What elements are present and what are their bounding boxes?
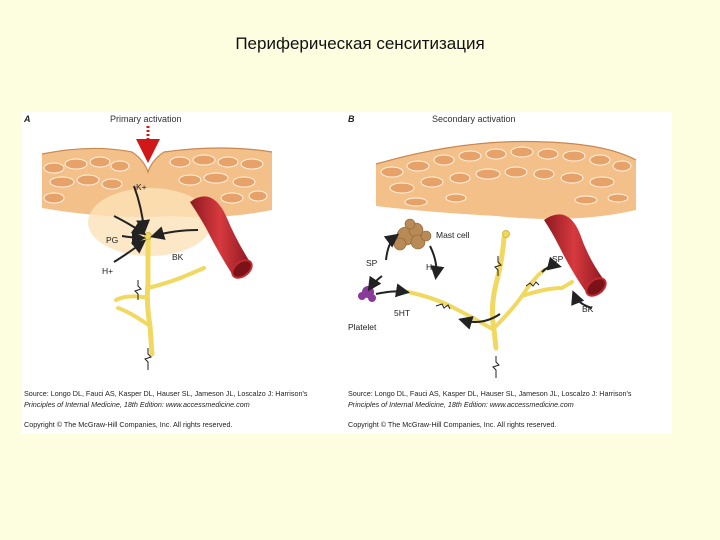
secondary-activation-diagram: Mast cell SP H SP 5HT Platelet BK xyxy=(348,140,637,378)
primary-activation-diagram: K+ PG H+ BK xyxy=(41,126,273,370)
source-line-2: Principles of Internal Medicine, 18th Ed… xyxy=(24,400,250,409)
pg-arrow-2 xyxy=(113,215,147,236)
h-label: H xyxy=(426,262,432,272)
panel-letter: B xyxy=(348,114,355,124)
skin-surface-line xyxy=(41,147,273,174)
impulse-symbol-lower xyxy=(492,356,500,378)
impulse-symbol-right xyxy=(525,281,540,287)
k-label: K+ xyxy=(136,182,147,192)
pg-label: PG xyxy=(106,235,118,245)
panel-secondary-activation: Mast cell SP H SP 5HT Platelet BK B Seco… xyxy=(346,112,672,434)
blood-vessel-opening xyxy=(585,277,607,297)
skin-cells xyxy=(380,146,632,207)
nerve-fiber xyxy=(114,235,206,357)
slide-title: Периферическая сенситизация xyxy=(235,34,485,53)
mast-cell xyxy=(393,218,432,251)
panel-heading: Secondary activation xyxy=(432,114,516,124)
platelet-label: Platelet xyxy=(348,322,377,332)
5ht-label: 5HT xyxy=(394,308,410,318)
sp-right-label: SP xyxy=(552,254,564,264)
h-release-arrow xyxy=(429,245,445,280)
5ht-arrow xyxy=(375,283,410,298)
source-citation: Source: Longo DL, Fauci AS, Kasper DL, H… xyxy=(24,388,346,410)
source-line-2: Principles of Internal Medicine, 18th Ed… xyxy=(348,400,574,409)
copyright: Copyright © The McGraw-Hill Companies, I… xyxy=(348,420,557,429)
bk-arrow xyxy=(571,290,593,309)
source-line-1: Source: Longo DL, Fauci AS, Kasper DL, H… xyxy=(24,389,308,398)
panel-heading: Primary activation xyxy=(110,114,182,124)
skin-cells xyxy=(43,154,268,204)
impulse-symbol-lower xyxy=(144,348,152,370)
bk-label: BK xyxy=(172,252,184,262)
nerve-ending xyxy=(144,232,152,240)
blood-vessel-opening xyxy=(231,259,253,279)
sp-to-platelet-arrow xyxy=(367,275,383,292)
h-label: H+ xyxy=(102,266,113,276)
source-line-1: Source: Longo DL, Fauci AS, Kasper DL, H… xyxy=(348,389,632,398)
mast-cell-label: Mast cell xyxy=(436,230,470,240)
panel-primary-activation: K+ PG H+ BK A Primary activation Source:… xyxy=(22,112,348,434)
pg-arrow xyxy=(121,230,146,245)
h-arrow xyxy=(113,239,147,263)
skin-surface-line xyxy=(375,140,637,165)
impulse-symbol-left xyxy=(494,256,502,276)
impulse-symbol-upper xyxy=(134,280,142,300)
platelet xyxy=(358,286,376,302)
sp-left-label: SP xyxy=(366,258,378,268)
bk-label: BK xyxy=(582,304,594,314)
antidromic-arrow xyxy=(458,313,501,330)
impulse-symbol-branch xyxy=(435,303,451,310)
sp-to-vessel-arrow xyxy=(541,256,562,273)
nerve-fiber xyxy=(406,230,574,351)
source-citation: Source: Longo DL, Fauci AS, Kasper DL, H… xyxy=(348,388,670,410)
panel-letter: A xyxy=(24,114,31,124)
sp-to-mast-cell-arrow xyxy=(383,233,400,261)
bk-arrow xyxy=(150,226,199,240)
blood-vessel xyxy=(190,196,250,274)
blood-vessel xyxy=(544,214,604,292)
nerve-ending xyxy=(502,230,510,238)
copyright: Copyright © The McGraw-Hill Companies, I… xyxy=(24,420,233,429)
